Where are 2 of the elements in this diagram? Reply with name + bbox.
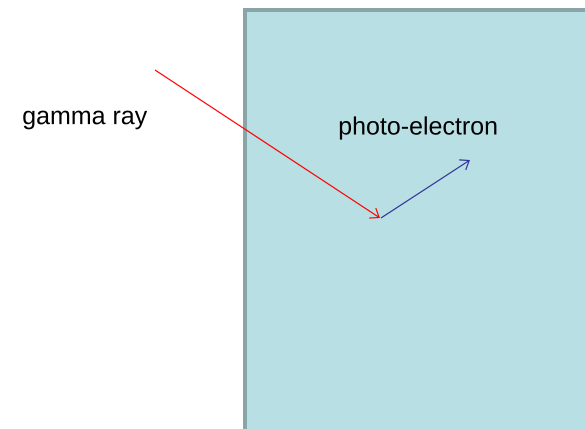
particle-label: photo-electron: [340, 116, 496, 140]
particle-label: gamma ray: [23, 110, 148, 130]
